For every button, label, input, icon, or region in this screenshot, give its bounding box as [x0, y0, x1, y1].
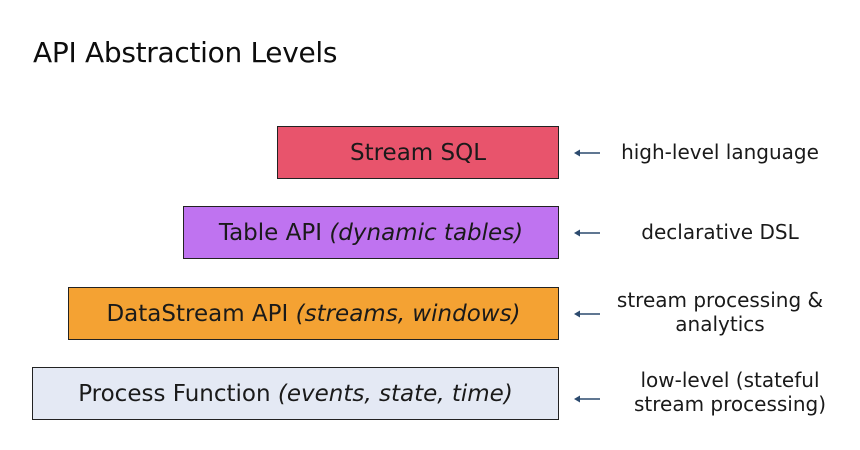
layer-process-function: Process Function (events, state, time)	[32, 367, 559, 420]
layer-table-api: Table API (dynamic tables)	[183, 206, 559, 259]
description-line: stream processing &	[616, 288, 824, 312]
layer-label: Table API	[218, 219, 323, 246]
description-line: high-level language	[621, 140, 819, 164]
layer-stream-sql: Stream SQL	[277, 126, 559, 179]
layer-description: stream processing & analytics	[617, 288, 823, 336]
description-line: stream processing)	[633, 392, 827, 416]
layer-detail: (events, state, time)	[277, 380, 513, 407]
layer-label: DataStream API	[106, 300, 289, 327]
layer-description: low-level (stateful stream processing)	[634, 368, 826, 416]
left-arrow-icon	[574, 395, 600, 403]
left-arrow-icon	[574, 229, 600, 237]
description-line: analytics	[675, 312, 765, 336]
description-line: declarative DSL	[641, 220, 799, 244]
layer-datastream-api: DataStream API (streams, windows)	[68, 287, 559, 340]
description-line: low-level (stateful	[640, 368, 820, 392]
layer-label: Process Function	[78, 380, 271, 407]
layer-description: high-level language	[621, 140, 819, 164]
layer-detail: (dynamic tables)	[329, 219, 524, 246]
layer-detail: (streams, windows)	[295, 300, 521, 327]
left-arrow-icon	[574, 310, 600, 318]
layer-description: declarative DSL	[641, 220, 798, 244]
left-arrow-icon	[574, 149, 600, 157]
layer-label: Stream SQL	[349, 139, 487, 166]
slide-title: API Abstraction Levels	[33, 36, 338, 69]
